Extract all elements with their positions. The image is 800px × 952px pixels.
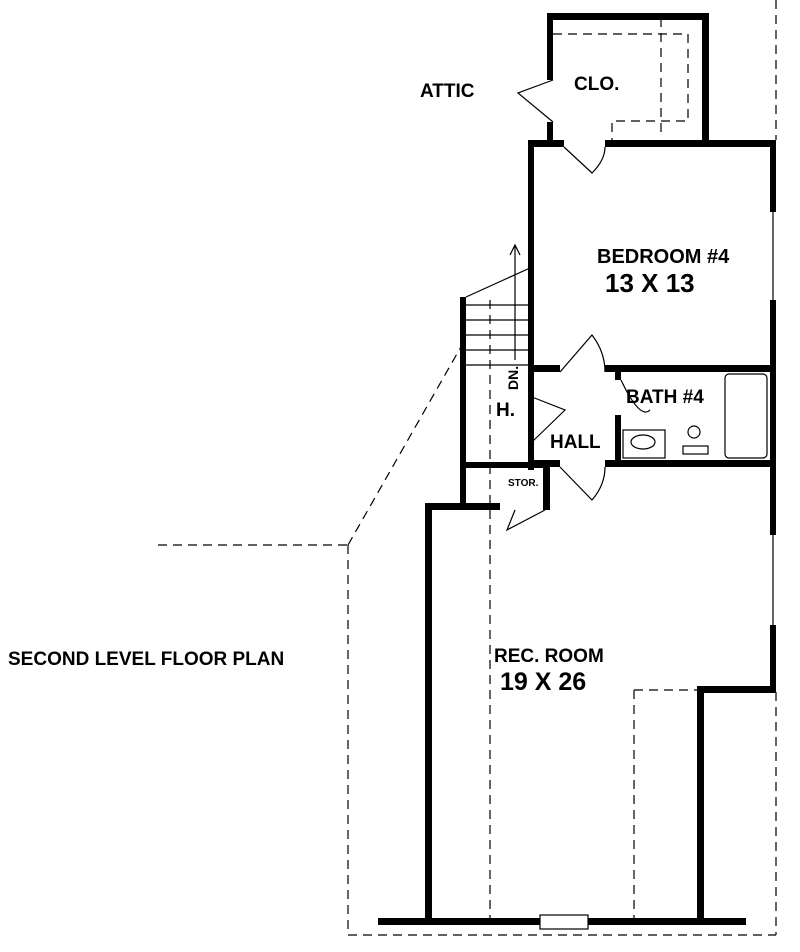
closet-label: CLO. xyxy=(574,74,619,95)
dashed-outlines xyxy=(158,0,777,936)
bath-label: BATH #4 xyxy=(626,387,704,408)
bedroom-size: 13 X 13 xyxy=(605,268,695,298)
rec-room-label: REC. ROOM xyxy=(494,646,604,667)
hall-closet-label: H. xyxy=(496,400,515,421)
stairs-icon xyxy=(465,243,531,366)
doors-windows-fixtures xyxy=(465,79,774,930)
rec-room-size: 19 X 26 xyxy=(500,668,586,696)
storage-label: STOR. xyxy=(508,478,539,489)
hall-label: HALL xyxy=(550,432,601,453)
attic-label: ATTIC xyxy=(420,81,475,102)
labels: ATTIC CLO. BEDROOM #4 13 X 13 DN. H. BAT… xyxy=(8,74,730,696)
bedroom-label: BEDROOM #4 xyxy=(597,246,730,268)
plan-title: SECOND LEVEL FLOOR PLAN xyxy=(8,649,284,670)
stairs-down-label: DN. xyxy=(505,366,521,390)
walls xyxy=(378,13,776,925)
